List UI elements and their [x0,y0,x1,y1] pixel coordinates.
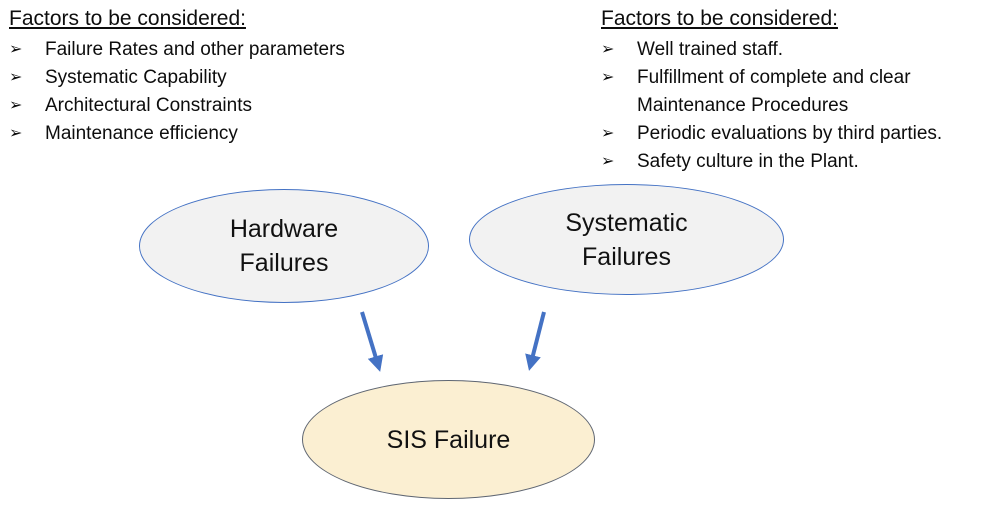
arrow-bullet-icon: ➢ [9,125,23,142]
list-item: ➢ Periodic evaluations by third parties. [601,120,995,148]
sis-failure-node: SIS Failure [302,380,595,499]
list-item: ➢ Systematic Capability [9,64,469,92]
list-item-text: Safety culture in the Plant. [637,151,859,172]
list-item: ➢ Failure Rates and other parameters [9,36,469,64]
systematic-failures-label: Systematic Failures [565,208,688,271]
list-item: ➢ Safety culture in the Plant. [601,148,995,176]
list-item-text: Systematic Capability [45,67,227,88]
arrow-bullet-icon: ➢ [601,41,615,58]
factors-list-left-title: Factors to be considered: [9,7,246,30]
list-item-text: Fulfillment of complete and clear Mainte… [637,67,911,116]
list-item: ➢ Maintenance efficiency [9,120,469,148]
factors-list-right: Factors to be considered: ➢ Well trained… [601,5,995,176]
factors-list-left: Factors to be considered: ➢ Failure Rate… [9,5,469,148]
systematic-failures-node: Systematic Failures [469,184,784,295]
list-item-text: Well trained staff. [637,39,784,60]
hardware-failures-node: Hardware Failures [139,189,429,303]
arrow-bullet-icon: ➢ [601,125,615,142]
arrow-bullet-icon: ➢ [601,153,615,170]
arrow-bullet-icon: ➢ [9,97,23,114]
list-item-text: Failure Rates and other parameters [45,39,345,60]
arrow-bullet-icon: ➢ [601,69,615,86]
list-item: ➢ Architectural Constraints [9,92,469,120]
arrow-hardware-to-sis [360,311,384,372]
list-item: ➢ Well trained staff. [601,36,995,64]
hardware-failures-label: Hardware Failures [229,215,339,277]
list-item-text: Maintenance efficiency [45,123,238,144]
arrow-bullet-icon: ➢ [9,69,23,86]
factors-list-right-title: Factors to be considered: [601,7,838,30]
arrow-systematic-to-sis [525,311,546,371]
sis-failure-label: SIS Failure [386,425,511,454]
list-item: ➢ Fulfillment of complete and clear Main… [601,64,995,120]
arrow-bullet-icon: ➢ [9,41,23,58]
list-item-text: Architectural Constraints [45,95,252,116]
list-item-text: Periodic evaluations by third parties. [637,123,943,144]
